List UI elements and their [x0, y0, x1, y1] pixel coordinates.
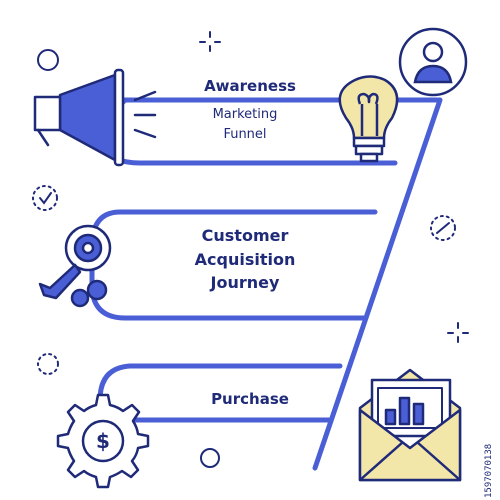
stage-marketing-label: Marketing — [212, 107, 278, 122]
stage-funnel-label: Funnel — [223, 127, 267, 142]
lightbulb-icon — [338, 75, 399, 163]
slash-icon — [436, 222, 450, 234]
stage-customer-label: Customer — [201, 226, 289, 245]
dotted-circle-icon — [32, 185, 58, 211]
dotted-circle-icon — [37, 353, 59, 375]
stock-id-label: 1597070138 — [484, 443, 494, 498]
stage-purchase-label: Purchase — [211, 390, 289, 408]
circle-icon — [200, 448, 220, 468]
sparkle-icon — [199, 31, 221, 52]
user-icon — [398, 27, 468, 97]
megaphone-icon — [33, 68, 157, 167]
stage-acquisition-label: Acquisition — [194, 250, 296, 269]
decorations — [32, 31, 469, 468]
stage-journey-label: Journey — [210, 273, 280, 292]
coins-icon — [70, 279, 108, 308]
sparkle-icon — [447, 322, 469, 343]
envelope-report-icon — [358, 368, 462, 482]
circle-icon — [37, 49, 59, 71]
check-icon — [39, 192, 52, 205]
key-icon — [38, 224, 112, 300]
gear-dollar-icon: $ — [56, 393, 150, 489]
svg-text:$: $ — [96, 429, 110, 453]
dotted-circle-icon — [430, 215, 456, 241]
stage-awareness-label: Awareness — [204, 77, 296, 95]
funnel-band-top — [122, 97, 443, 471]
